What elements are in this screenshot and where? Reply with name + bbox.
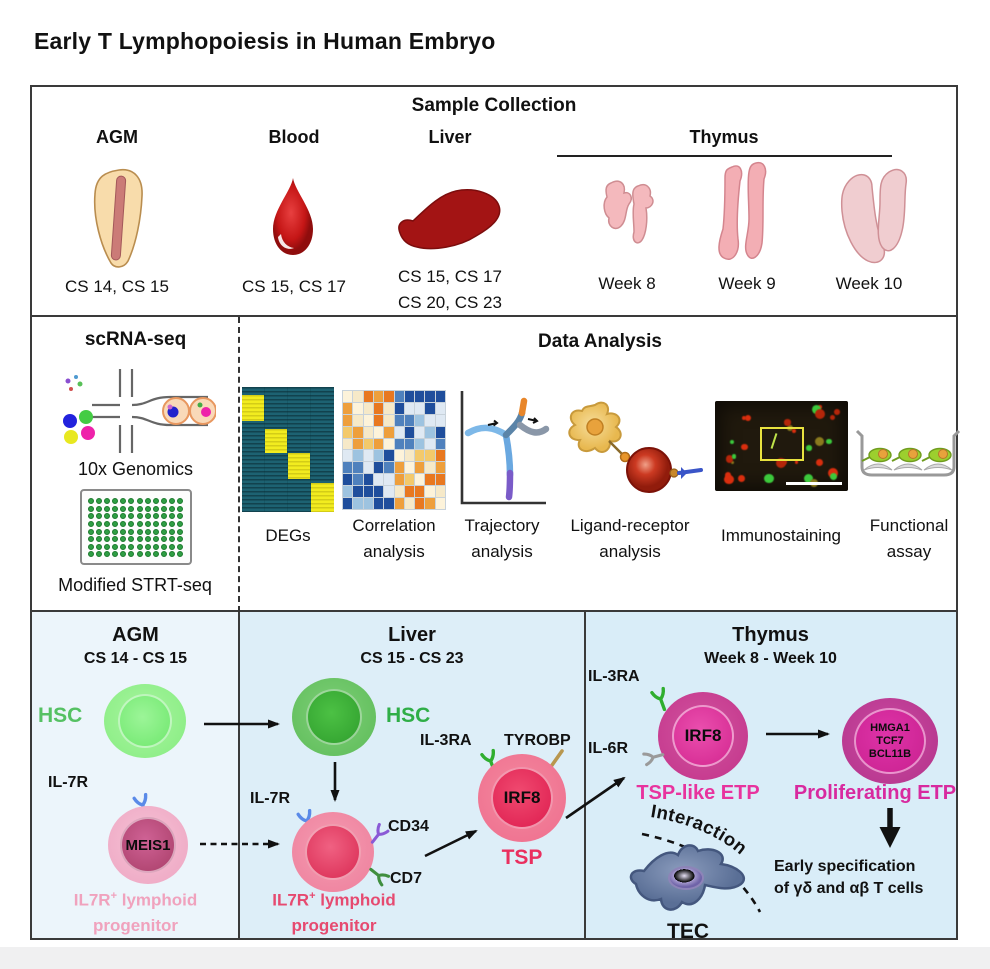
column-header-liver: Liver [428,127,472,147]
data-analysis-heading: Data Analysis [538,331,662,352]
agm-progenitor-label: IL7R+ lymphoid progenitor [73,890,198,935]
agm-organ-icon [93,169,143,268]
il6r-label: IL-6R [588,740,628,757]
droplet-microfluidics-icon [63,369,216,453]
thymus-week8-icon [603,180,654,244]
liver-tsp-cell: IRF8 [478,754,566,842]
bottom-strip [0,947,990,969]
figure-frame: Sample Collection AGM Blood Liver Thymus [30,85,961,943]
agm-stages: CS 14, CS 15 [65,277,169,296]
thymus-title: Thymus [732,624,809,646]
pathway-arrows: Interaction [200,719,901,913]
figure-title: Early T Lymphopoiesis in Human Embryo [34,28,496,54]
etp-irf8-label: IRF8 [684,726,722,745]
liver-thymus-divider [584,612,586,938]
functional-assay-label: Functional assay [869,516,949,561]
proliferating-etp-label: Proliferating ETP [793,782,957,804]
immunostaining-label: Immunostaining [720,526,841,545]
methods-analysis-divider [238,317,240,612]
agm-hsc-cell [104,684,186,758]
modified-strtseq-label: Modified STRT-seq [58,575,212,595]
thymus-week10-icon [840,168,908,264]
thymus-underline [557,155,892,157]
early-specification-text: Early specification of γδ and αβ T cells [774,858,924,897]
meis1-gene-label: MEIS1 [125,836,171,854]
trajectory-plot-icon [460,391,550,505]
well-plate-icon [80,489,192,565]
scale-bar [786,482,842,485]
scrnaseq-heading: scRNA-seq [84,329,187,350]
liver-il7r-label: IL-7R [250,790,290,807]
thymus-week10-label: Week 10 [835,274,903,293]
liver-hsc-label: HSC [386,704,431,727]
liver-progenitor-cell [292,812,374,892]
liver-title: Liver [388,624,436,646]
trajectory-analysis-label: Trajectory analysis [464,516,540,561]
liver-progenitor-label: IL7R+ lymphoid progenitor [272,890,396,935]
ligand-receptor-icon [568,401,703,493]
agm-stage: CS 14 - CS 15 [83,650,188,667]
correlation-matrix-icon [342,390,446,510]
tenx-genomics-label: 10x Genomics [77,459,194,479]
column-header-agm: AGM [96,127,138,147]
thymus-week9-icon [718,161,767,260]
tsp-like-etp-cell: IRF8 [658,692,748,780]
tsp-irf8-label: IRF8 [503,788,541,807]
tcf7-label: TCF7 [876,734,904,747]
tsp-like-etp-label: TSP-like ETP [636,782,760,804]
agm-liver-divider [238,612,240,938]
liver-stage: CS 15 - CS 23 [360,650,464,667]
hmga1-label: HMGA1 [870,721,910,734]
thymus-week9-label: Week 9 [718,274,776,293]
thymus-stage: Week 8 - Week 10 [704,650,837,667]
column-header-blood: Blood [268,127,320,147]
degs-label: DEGs [265,526,311,545]
thymus-il3ra-label: IL-3RA [588,668,640,685]
thymus-week8-label: Week 8 [598,274,656,293]
cd34-label: CD34 [388,818,429,835]
coculture-assay-icon [855,429,961,477]
ligand-receptor-analysis-label: Ligand-receptor analysis [570,516,690,561]
agm-il7r-label: IL-7R [48,774,88,791]
agm-title: AGM [112,624,159,646]
bcl11b-label: BCL11B [868,747,912,760]
agm-meis1-cell: MEIS1 [108,806,188,884]
blood-stages: CS 15, CS 17 [242,277,346,296]
micrograph-icon [715,401,848,491]
liver-hsc-cell [292,678,376,756]
heatmap-icon [242,387,334,512]
tsp-label: TSP [501,846,543,869]
proliferating-etp-cell: HMGA1 TCF7 BCL11B [842,698,938,784]
liver-icon [398,189,501,250]
sample-collection-heading: Sample Collection [411,95,577,116]
methods-analysis-panel: scRNA-seq 10x Genomics Modif [32,317,961,612]
tec-cell-icon [629,844,746,911]
correlation-analysis-label: Correlation analysis [352,516,436,561]
liver-stages: CS 15, CS 17 CS 20, CS 23 [398,267,502,312]
agm-hsc-label: HSC [38,704,83,727]
sample-collection-panel: Sample Collection AGM Blood Liver Thymus [32,87,956,317]
cd7-label: CD7 [390,870,423,887]
column-header-thymus: Thymus [689,127,759,147]
tyrobp-label: TYROBP [504,732,571,749]
tec-label: TEC [667,920,709,943]
blood-drop-icon [273,178,313,255]
pathway-panel: AGM CS 14 - CS 15 Liver CS 15 - CS 23 Th… [32,612,956,943]
agm-subpanel [32,612,239,938]
liver-il3ra-label: IL-3RA [420,732,472,749]
